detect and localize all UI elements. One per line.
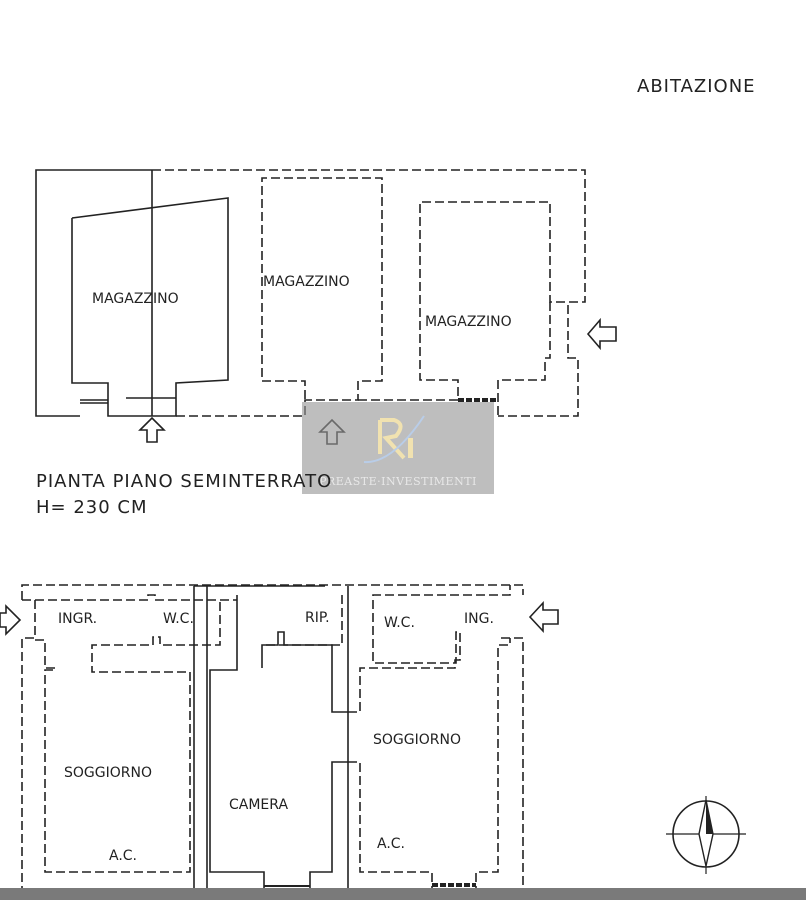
- watermark: PREASTE·INVESTIMENTI: [302, 402, 494, 494]
- compass-north-icon: [666, 796, 746, 874]
- room-label-soggiorno: SOGGIORNO: [373, 732, 461, 748]
- room-label: MAGAZZINO: [263, 274, 350, 290]
- watermark-text: PREASTE·INVESTIMENTI: [319, 475, 477, 488]
- room-label-soggiorno: SOGGIORNO: [64, 765, 152, 781]
- room-label: MAGAZZINO: [425, 314, 512, 330]
- bottom-band: [0, 888, 806, 900]
- entrance-arrow-icon: [586, 317, 617, 351]
- room-label-ing: ING.: [464, 611, 494, 627]
- ground-plan: INGR. W.C. RIP. W.C. ING. SOGGIORNO CAME…: [0, 584, 559, 896]
- plan-height: H= 230 CM: [36, 497, 148, 518]
- entrance-arrow-icon: [528, 600, 559, 634]
- watermark-logo: [363, 415, 425, 464]
- room-label: MAGAZZINO: [92, 291, 179, 307]
- entrance-arrow-icon: [0, 604, 22, 636]
- room-label-ac: A.C.: [109, 848, 137, 864]
- room-label-ingr: INGR.: [58, 611, 97, 627]
- drawing-title: ABITAZIONE: [637, 76, 756, 97]
- room-label-rip: RIP.: [305, 610, 330, 626]
- room-label-ac: A.C.: [377, 836, 405, 852]
- room-label-wc: W.C.: [163, 611, 194, 627]
- room-label-wc: W.C.: [384, 615, 415, 631]
- entrance-arrow-icon: [138, 416, 166, 443]
- room-label-camera: CAMERA: [229, 797, 288, 813]
